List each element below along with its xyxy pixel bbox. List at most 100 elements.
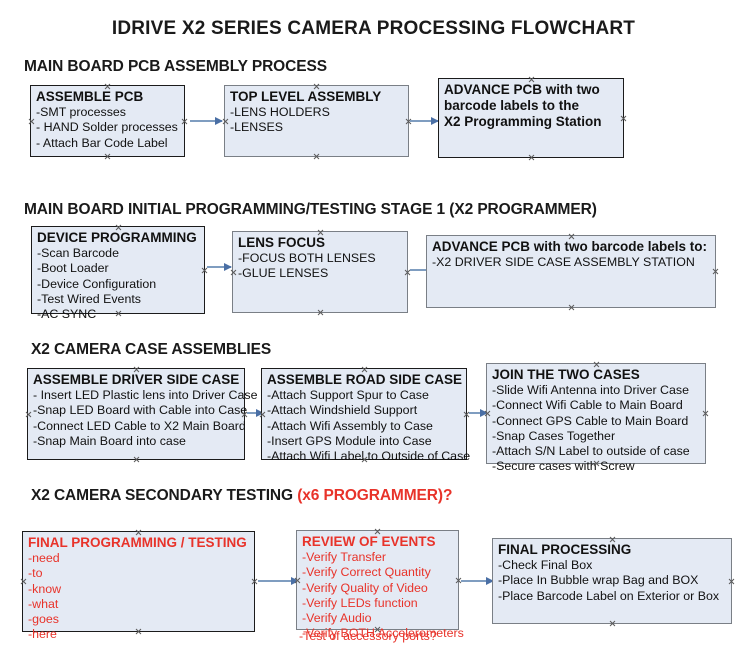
box-line: -Verify Audio	[302, 611, 372, 626]
box-title: DEVICE PROGRAMMING	[37, 230, 197, 245]
box-title-cont: X2 Programming Station	[444, 114, 602, 129]
box-line: -LENS HOLDERS	[230, 105, 330, 119]
box-line: -Verify LEDs function	[302, 595, 418, 610]
section-heading-x2-camera-secondary-testing: X2 CAMERA SECONDARY TESTING (x6 PROGRAMM…	[31, 487, 452, 505]
resize-handle-bottom[interactable]	[568, 304, 575, 311]
box-line: -Verify Transfer	[302, 550, 387, 564]
box-line: -Insert GPS Module into Case	[267, 433, 432, 448]
box-line: -FOCUS BOTH LENSES	[238, 251, 376, 265]
resize-handle-bottom[interactable]	[313, 153, 320, 160]
box-title: LENS FOCUS	[238, 235, 326, 250]
section-heading-text: X2 CAMERA CASE ASSEMBLIES	[31, 341, 272, 358]
box-title-cont: barcode labels to the	[444, 98, 580, 113]
box-line: -AC SYNC	[37, 307, 97, 322]
section-heading-text: X2 CAMERA SECONDARY TESTING	[31, 487, 298, 504]
box-line: -what	[28, 596, 59, 611]
box-line: - Attach Bar Code Label	[36, 135, 168, 150]
resize-handle-right[interactable]	[702, 410, 709, 417]
flow-box-advance-pcb-programming-station[interactable]: ADVANCE PCB with two barcode labels to t…	[438, 78, 624, 158]
box-line: -Attach S/N Label to outside of case	[492, 444, 690, 459]
box-line: -Verify Quality of Video	[302, 580, 428, 595]
flow-box-assemble-pcb[interactable]: ASSEMBLE PCB -SMT processes - HAND Solde…	[30, 85, 185, 157]
box-line: -Place In Bubble wrap Bag and BOX	[498, 573, 699, 588]
flow-box-review-of-events[interactable]: REVIEW OF EVENTS -Verify Transfer -Verif…	[296, 530, 464, 640]
flow-box-lens-focus[interactable]: LENS FOCUS -FOCUS BOTH LENSES -GLUE LENS…	[232, 231, 408, 313]
box-title: ADVANCE PCB with two barcode labels to:	[432, 239, 708, 254]
connector-arrow-top-level-to-advance-pcb	[410, 116, 439, 125]
section-heading-accent: (x6 PROGRAMMER)?	[297, 487, 453, 504]
box-line: -Test Wired Events	[37, 291, 141, 306]
page-title: IDRIVE X2 SERIES CAMERA PROCESSING FLOWC…	[111, 18, 636, 39]
flow-box-assemble-road-side-case[interactable]: ASSEMBLE ROAD SIDE CASE -Attach Support …	[261, 368, 470, 463]
section-heading-text: MAIN BOARD PCB ASSEMBLY PROCESS	[24, 58, 327, 75]
box-line: -Scan Barcode	[37, 246, 119, 260]
box-line: -Verify BOTH Accelerometers	[302, 626, 464, 641]
box-line: -Attach Wifi Assembly to Case	[267, 418, 433, 433]
connector-arrow-driver-case-to-road-case	[247, 408, 264, 417]
flow-box-final-programming-testing[interactable]: FINAL PROGRAMMING / TESTING -need -to -k…	[20, 531, 258, 641]
flow-box-join-the-two-cases[interactable]: JOIN THE TWO CASES -Slide Wifi Antenna i…	[486, 363, 709, 473]
box-title: TOP LEVEL ASSEMBLY	[230, 89, 382, 104]
resize-handle-left[interactable]	[28, 118, 35, 125]
box-line: -Snap Cases Together	[492, 428, 616, 443]
box-line: -Device Configuration	[37, 276, 157, 291]
flow-box-device-programming[interactable]: DEVICE PROGRAMMING -Scan Barcode -Boot L…	[31, 226, 205, 321]
flow-box-advance-pcb-driver-side-case[interactable]: ADVANCE PCB with two barcode labels to: …	[426, 235, 716, 308]
box-line: -Check Final Box	[498, 558, 593, 572]
box-line: -Snap Main Board into case	[33, 433, 186, 448]
resize-handle-right[interactable]	[620, 115, 627, 122]
resize-handle-left[interactable]	[25, 411, 32, 418]
box-line: -know	[28, 581, 62, 596]
resize-handle-bottom[interactable]	[104, 153, 111, 160]
box-line: -X2 DRIVER SIDE CASE ASSEMBLY STATION	[432, 255, 695, 269]
box-line: -SMT processes	[36, 105, 126, 119]
resize-handle-bottom[interactable]	[609, 620, 616, 627]
flow-box-top-level-assembly[interactable]: TOP LEVEL ASSEMBLY -LENS HOLDERS -LENSES	[224, 85, 409, 157]
box-title: FINAL PROCESSING	[498, 542, 632, 557]
box-title: ASSEMBLE ROAD SIDE CASE	[267, 372, 463, 387]
flow-box-assemble-driver-side-case[interactable]: ASSEMBLE DRIVER SIDE CASE - Insert LED P…	[25, 368, 258, 463]
box-line: -Verify Correct Quantity	[302, 565, 431, 580]
box-line: -Connect GPS Cable to Main Board	[492, 413, 689, 428]
resize-handle-bottom[interactable]	[528, 154, 535, 161]
box-line: -Boot Loader	[37, 261, 109, 276]
box-line: - HAND Solder processes	[36, 120, 178, 135]
box-title: ADVANCE PCB with two	[444, 82, 600, 97]
box-line: -Attach Wifi Label to Outside of Case	[267, 449, 471, 464]
box-line: -Snap LED Board with Cable into Case	[33, 403, 248, 418]
box-title: JOIN THE TWO CASES	[492, 367, 640, 382]
connector-arrow-assemble-pcb-to-top-level	[190, 116, 223, 125]
resize-handle-left[interactable]	[20, 578, 27, 585]
box-line: -GLUE LENSES	[238, 266, 329, 281]
review-of-events-overflow-line: -Test of accessory ports?	[299, 629, 437, 643]
resize-handle-right[interactable]	[181, 118, 188, 125]
box-line: -LENSES	[230, 120, 284, 135]
section-heading-main-board-pcb-assembly: MAIN BOARD PCB ASSEMBLY PROCESS	[24, 58, 327, 76]
resize-handle-bottom[interactable]	[317, 309, 324, 316]
box-line: -to	[28, 566, 43, 581]
section-heading-main-board-initial-programming: MAIN BOARD INITIAL PROGRAMMING/TESTING S…	[24, 201, 597, 219]
connector-arrow-road-case-to-join-cases	[469, 408, 488, 417]
resize-handle-right[interactable]	[728, 578, 735, 585]
box-line: -need	[28, 551, 60, 565]
box-title: REVIEW OF EVENTS	[302, 534, 436, 549]
box-line: -Slide Wifi Antenna into Driver Case	[492, 383, 689, 397]
resize-handle-right[interactable]	[712, 268, 719, 275]
box-line: -here	[28, 627, 57, 642]
box-line: -Place Barcode Label on Exterior or Box	[498, 588, 720, 603]
box-line: -Secure cases with Screw	[492, 459, 635, 474]
resize-handle-bottom[interactable]	[133, 456, 140, 463]
section-heading-x2-camera-case-assemblies: X2 CAMERA CASE ASSEMBLIES	[31, 341, 271, 359]
box-title: FINAL PROGRAMMING / TESTING	[28, 535, 247, 550]
box-line: -goes	[28, 612, 59, 627]
section-heading-text: MAIN BOARD INITIAL PROGRAMMING/TESTING S…	[24, 201, 597, 218]
connector-arrow-review-events-to-final-processing	[461, 576, 494, 585]
resize-handle-right[interactable]	[251, 578, 258, 585]
connector-arrow-device-programming-to-lens-focus	[207, 262, 232, 271]
box-line: -Connect LED Cable to X2 Main Board	[33, 418, 246, 433]
box-line: - Insert LED Plastic lens into Driver Ca…	[33, 388, 258, 402]
flow-box-final-processing[interactable]: FINAL PROCESSING -Check Final Box -Place…	[492, 538, 732, 624]
box-title: ASSEMBLE DRIVER SIDE CASE	[33, 372, 240, 387]
box-line: -Attach Windshield Support	[267, 403, 418, 418]
